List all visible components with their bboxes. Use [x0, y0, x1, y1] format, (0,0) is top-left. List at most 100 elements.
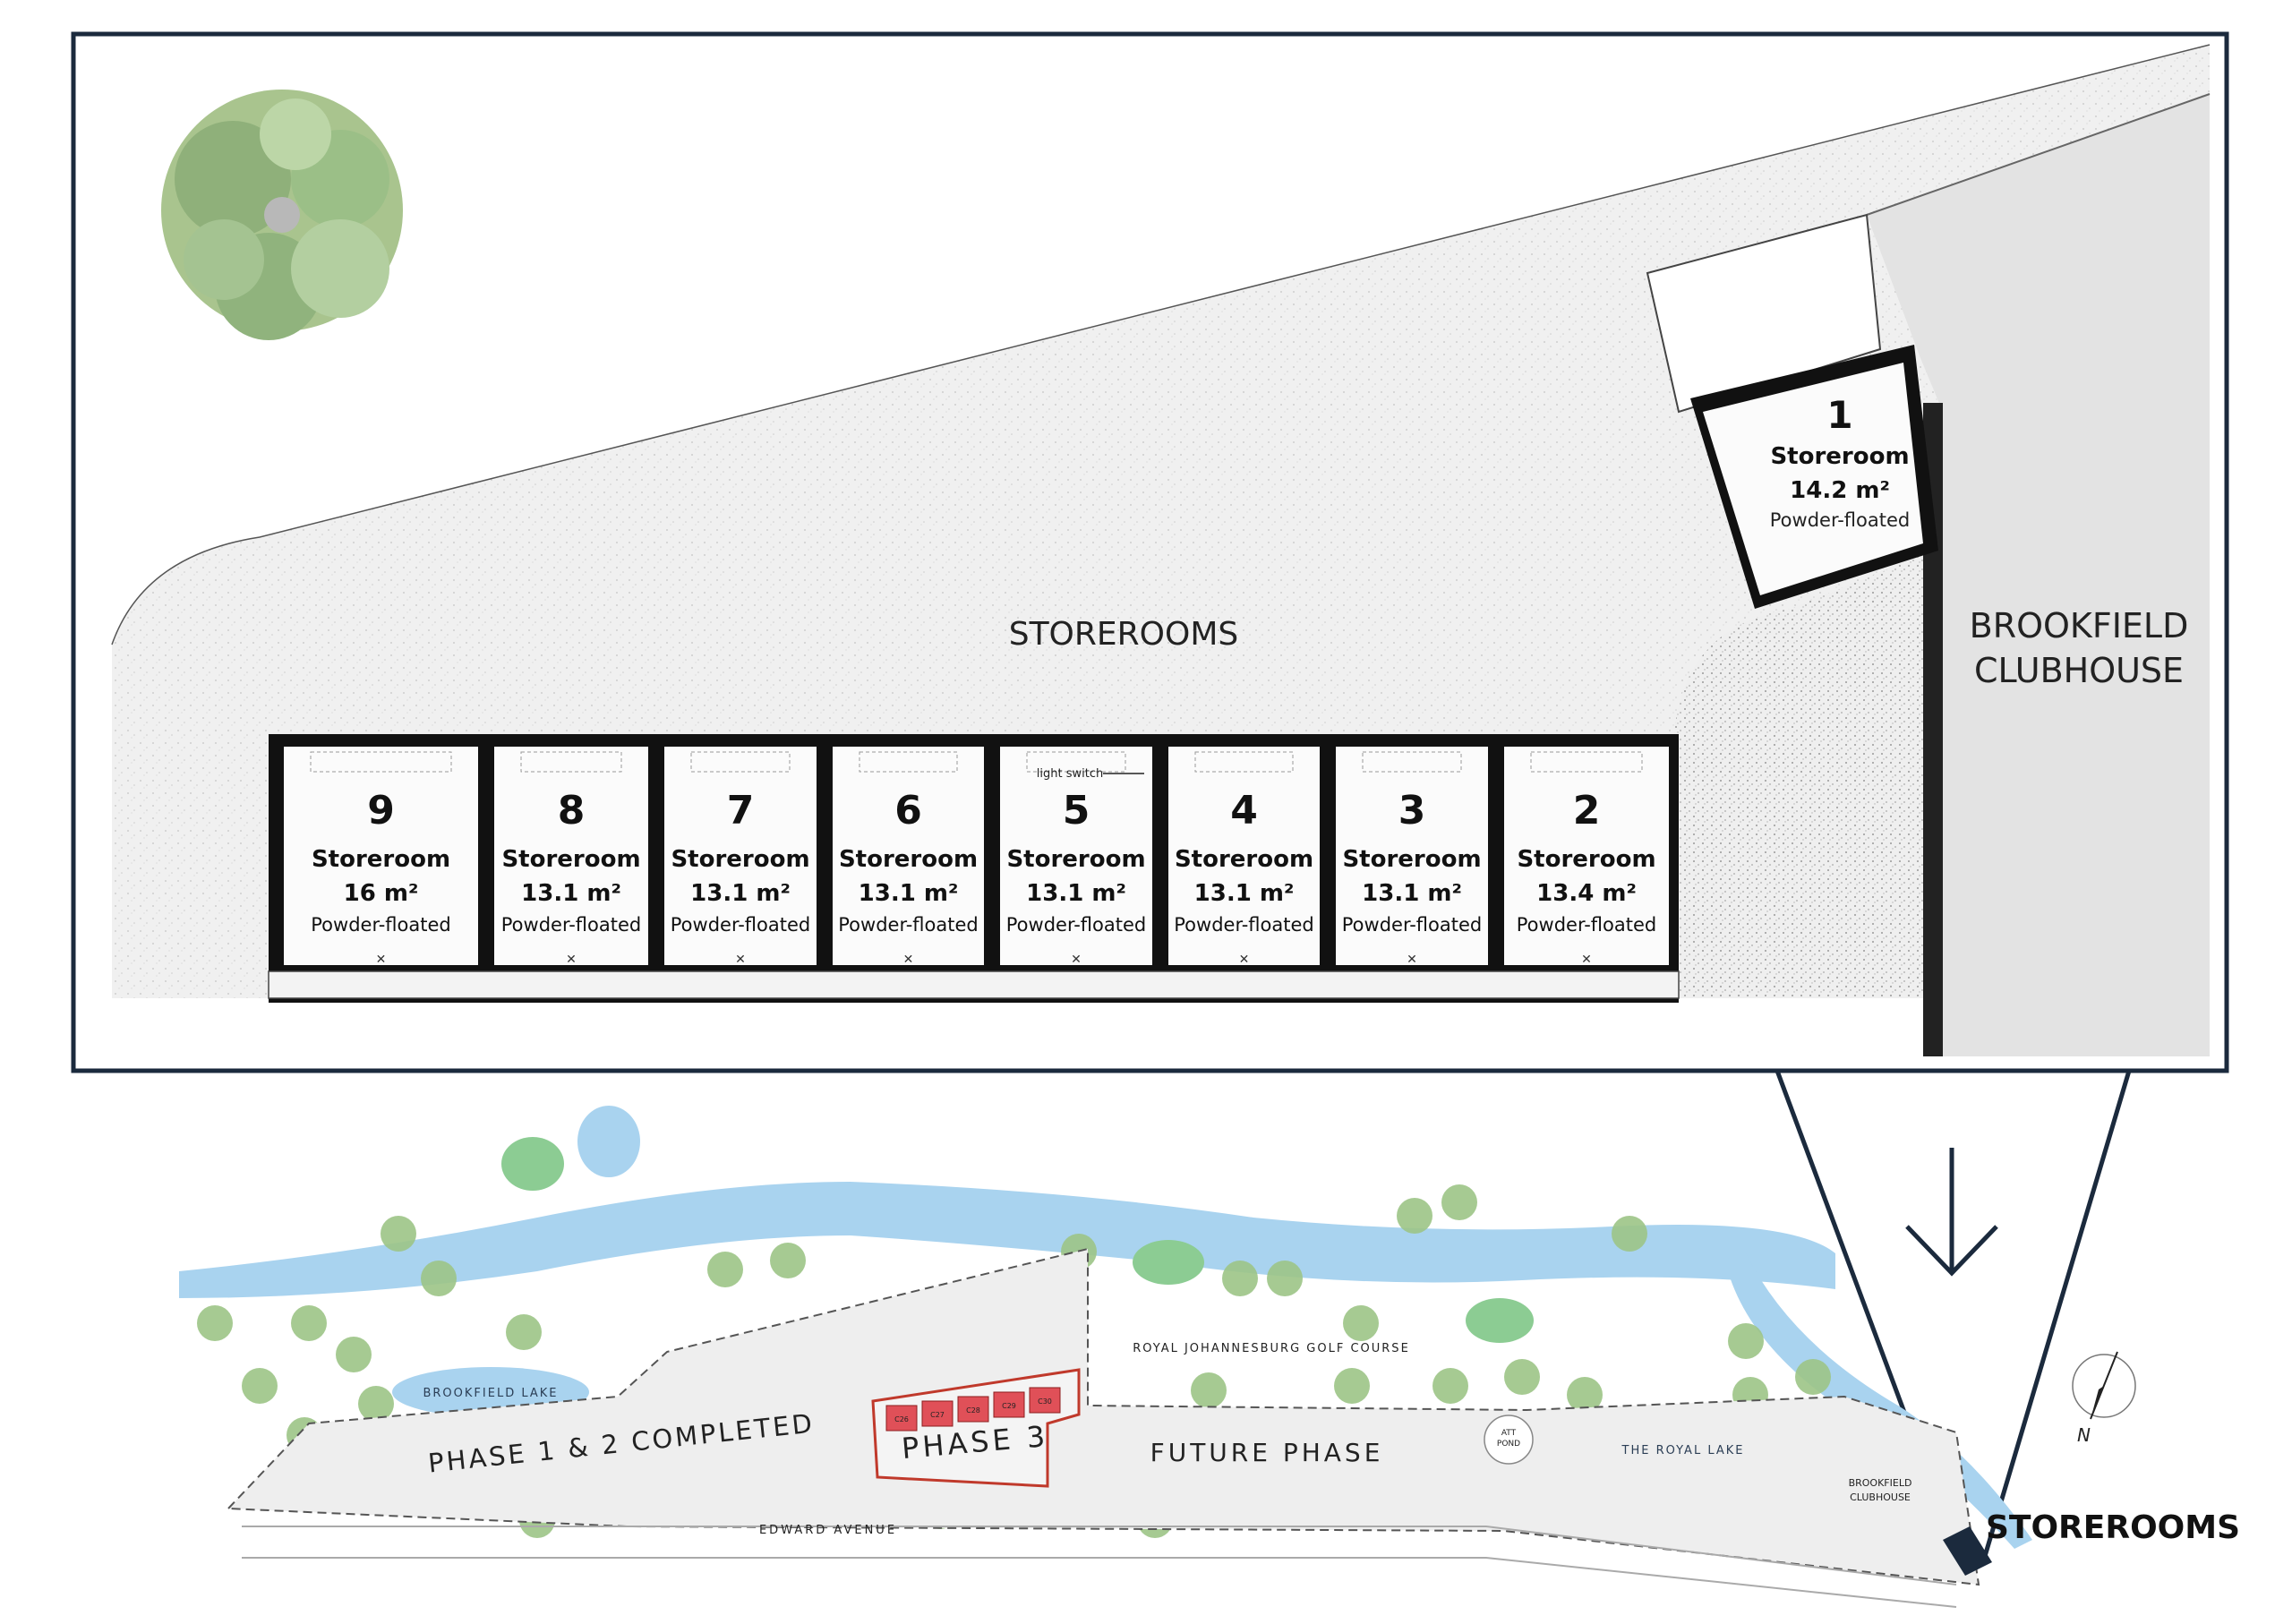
storeroom-floor: [1336, 747, 1488, 965]
pond-top: [577, 1106, 640, 1177]
storeroom-area: 13.1 m²: [521, 880, 621, 907]
tree-icon: [1728, 1323, 1764, 1359]
unit-code: C27: [930, 1411, 945, 1419]
storeroom-name: Storeroom: [1175, 846, 1313, 873]
storeroom-1[interactable]: 1 Storeroom 14.2 m² Powder-floated: [1690, 345, 1938, 609]
storeroom-shelf: [1530, 751, 1643, 773]
storeroom-name: Storeroom: [1006, 846, 1145, 873]
unit-C28: C28: [957, 1396, 989, 1423]
storeroom-shelf: [1362, 751, 1462, 773]
road-label: EDWARD AVENUE: [759, 1524, 897, 1537]
unit-C30: C30: [1029, 1387, 1061, 1414]
storeroom-area: 13.1 m²: [1194, 880, 1295, 907]
storeroom-area: 13.1 m²: [690, 880, 791, 907]
storeroom-shelf: [1194, 751, 1294, 773]
storeroom-finish: Powder-floated: [311, 914, 451, 936]
tree-icon: [161, 90, 403, 340]
tree-icon: [421, 1261, 457, 1296]
storeroom-floor: [284, 747, 478, 965]
storeroom-name: Storeroom: [839, 846, 978, 873]
tree-icon: [1612, 1216, 1647, 1252]
storerooms-area-label: STOREROOMS: [1009, 616, 1239, 653]
tree-icon: [707, 1252, 743, 1287]
green-3: [1466, 1298, 1534, 1343]
storeroom-shelf: [690, 751, 791, 773]
storeroom-floor: [494, 747, 648, 965]
clubhouse-label-line2: CLUBHOUSE: [1974, 651, 2184, 690]
storeroom-shelf: [310, 751, 452, 773]
tree-icon: [197, 1305, 233, 1341]
storeroom-number: 6: [894, 788, 922, 833]
green-2: [1133, 1240, 1204, 1285]
storeroom-finish: Powder-floated: [671, 914, 811, 936]
storeroom-floor: [664, 747, 817, 965]
tree-icon: [506, 1314, 542, 1350]
storeroom-name: Storeroom: [1342, 846, 1481, 873]
unit-C26: C26: [885, 1405, 918, 1432]
storeroom-finish: Powder-floated: [1174, 914, 1314, 936]
green-1: [501, 1137, 564, 1191]
royal-lake-label: THE ROYAL LAKE: [1621, 1444, 1745, 1457]
tree-icon: [1504, 1359, 1540, 1395]
storeroom-area: 13.4 m²: [1536, 880, 1637, 907]
storeroom-number: 7: [727, 788, 755, 833]
development-area: [226, 1247, 1980, 1586]
drain-icon: ✕: [1071, 953, 1082, 967]
tree-icon: [1795, 1359, 1831, 1395]
tree-icon: [381, 1216, 416, 1252]
drain-icon: ✕: [1581, 953, 1592, 967]
storeroom-finish: Powder-floated: [838, 914, 979, 936]
tree-icon: [1334, 1368, 1370, 1404]
drain-icon: ✕: [376, 953, 387, 967]
clubhouse-wall: [1923, 403, 1943, 1056]
callout-line-right: [1980, 1070, 2132, 1563]
tree-icon: [1222, 1261, 1258, 1296]
storeroom-marker: [1943, 1526, 1992, 1576]
storeroom-number: 2: [1573, 788, 1601, 833]
storeroom-finish: Powder-floated: [501, 914, 642, 936]
light-switch-note: light switch: [1037, 767, 1103, 781]
tree-icon: [1343, 1305, 1379, 1341]
site-clubhouse-label-2: CLUBHOUSE: [1850, 1492, 1911, 1503]
storeroom-area: 13.1 m²: [859, 880, 959, 907]
storeroom-number: 5: [1063, 788, 1090, 833]
site-storerooms-label: STOREROOMS: [1986, 1509, 2240, 1546]
north-label: N: [2077, 1424, 2091, 1446]
open-yard: [1646, 213, 1882, 414]
tree-icon: [242, 1368, 278, 1404]
storeroom-name: Storeroom: [312, 846, 450, 873]
storeroom-1-name: Storeroom: [1770, 443, 1909, 470]
storeroom-floor: [1000, 747, 1152, 965]
drain-icon: ✕: [1239, 953, 1250, 967]
storeroom-1-finish: Powder-floated: [1770, 509, 1911, 531]
storeroom-finish: Powder-floated: [1342, 914, 1483, 936]
storeroom-floor: [1504, 747, 1669, 965]
gravel-area: [1674, 555, 1923, 998]
tree-icon: [1441, 1184, 1477, 1220]
north-arrow-icon: N: [2072, 1351, 2136, 1446]
down-arrow-icon: [1905, 1148, 1998, 1277]
drain-icon: ✕: [1407, 953, 1417, 967]
tree-icon: [1267, 1261, 1303, 1296]
site-clubhouse-label-1: BROOKFIELD: [1849, 1477, 1912, 1489]
clubhouse-area: [1867, 94, 2210, 1056]
storeroom-1-floor: [1703, 363, 1923, 595]
att-pond-label-1: ATT: [1501, 1429, 1517, 1438]
tree-icon: [1567, 1377, 1603, 1413]
storeroom-1-number: 1: [1826, 393, 1852, 437]
storeroom-number: 9: [367, 788, 395, 833]
storeroom-number: 8: [558, 788, 586, 833]
drain-icon: ✕: [903, 953, 914, 967]
phase-3-area: [871, 1368, 1081, 1488]
